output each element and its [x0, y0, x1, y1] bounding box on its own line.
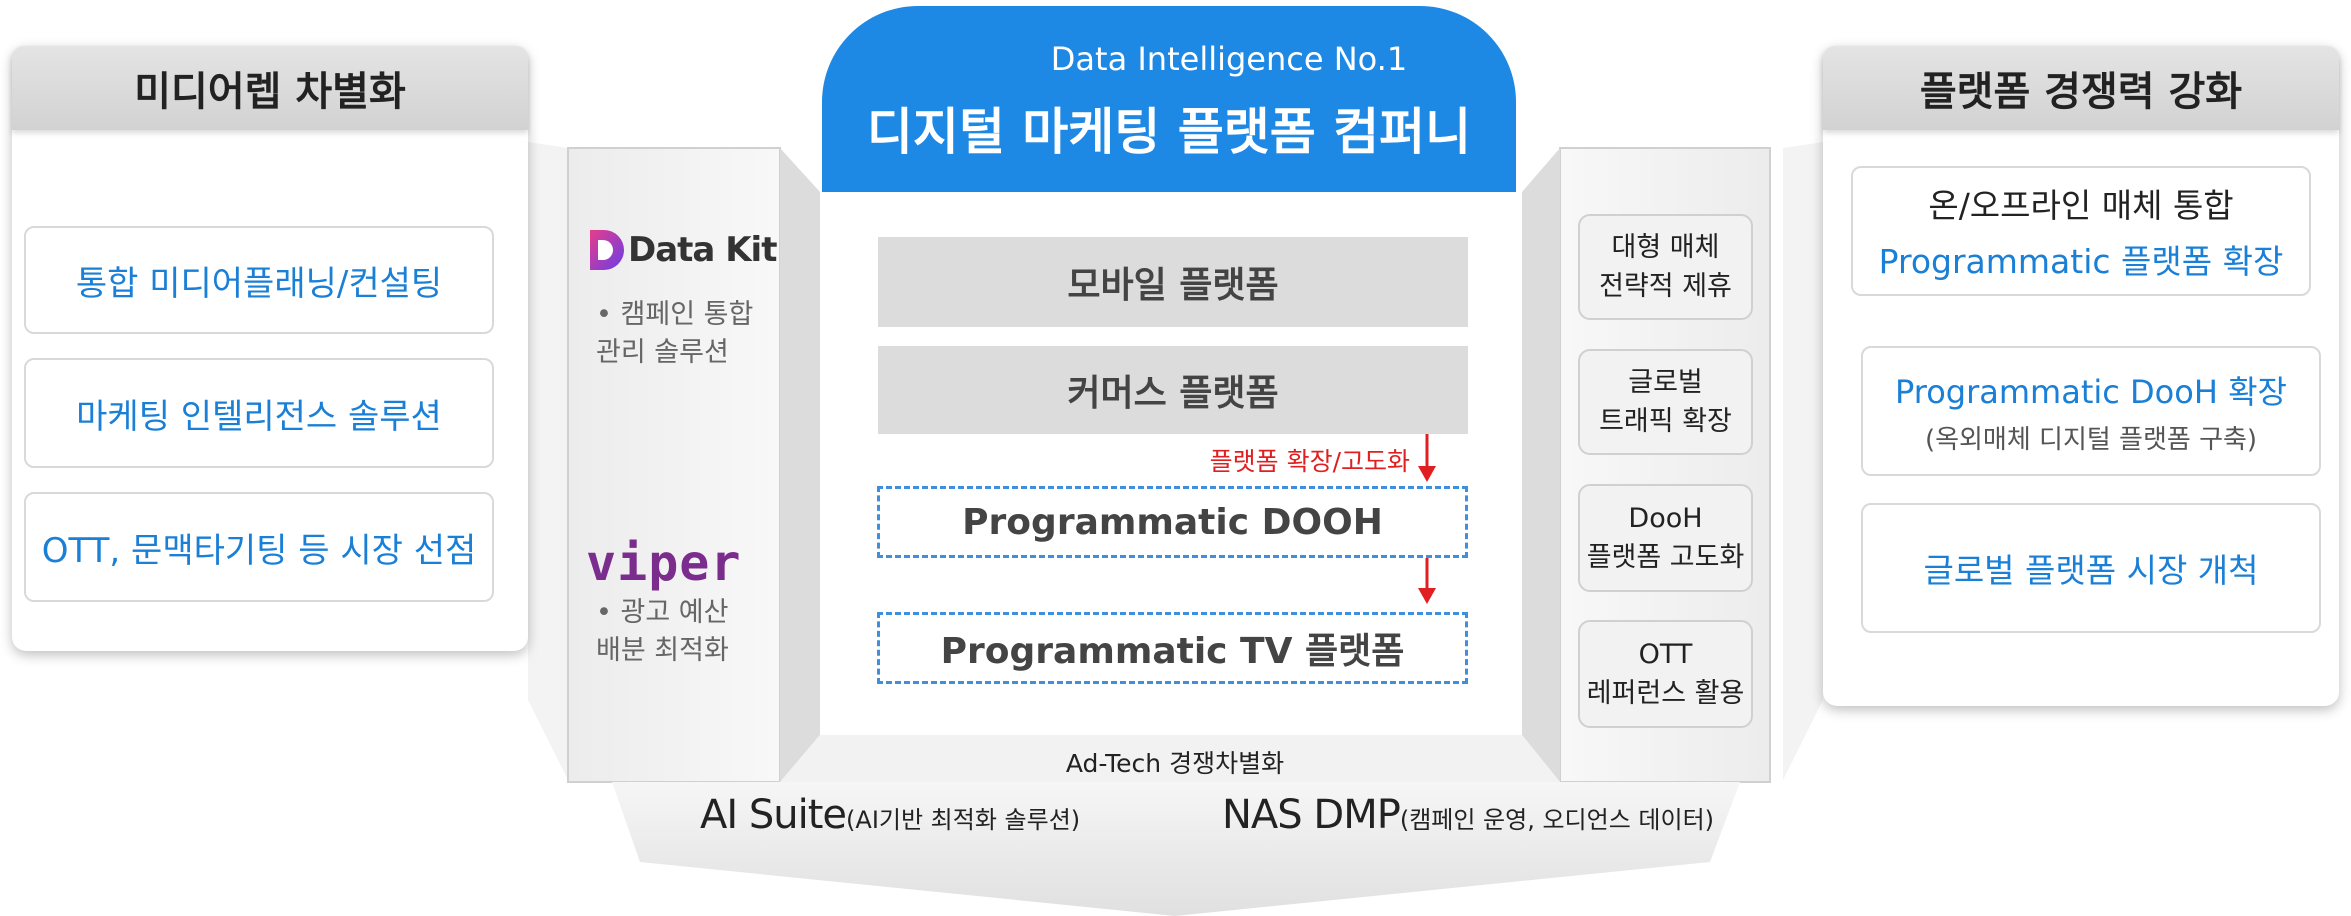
pill-ott-reference: OTT 레퍼런스 활용	[1578, 620, 1753, 728]
right-item-global: 글로벌 플랫폼 시장 개척	[1861, 503, 2321, 633]
ai-suite-name: AI Suite	[700, 792, 847, 838]
datakit-icon	[590, 230, 624, 270]
datakit-logo: Data Kit	[588, 226, 778, 274]
pill-dooh-upgrade-line1: DooH	[1628, 502, 1703, 534]
right-panel-title: 플랫폼 경쟁력 강화	[1823, 46, 2339, 130]
datakit-desc: • 캠페인 통합 관리 솔루션	[596, 296, 776, 372]
pill-ott-reference-line2: 레퍼런스 활용	[1586, 678, 1745, 709]
pill-ott-reference-line1: OTT	[1638, 638, 1693, 670]
viper-desc-line2: 배분 최적화	[596, 634, 729, 666]
right-panel: 플랫폼 경쟁력 강화 온/오프라인 매체 통합 Programmatic 플랫폼…	[1823, 46, 2339, 706]
right-item-global-line1: 글로벌 플랫폼 시장 개척	[1923, 551, 2259, 590]
right-item-online-offline: 온/오프라인 매체 통합 Programmatic 플랫폼 확장	[1851, 166, 2311, 296]
pill-global-traffic: 글로벌 트래픽 확장	[1578, 349, 1753, 455]
right-item-dooh-line1: Programmatic DooH 확장	[1895, 372, 2287, 411]
commerce-platform-bar: 커머스 플랫폼	[878, 346, 1468, 434]
expansion-label: 플랫폼 확장/고도화	[1209, 447, 1410, 476]
pill-media-alliance-line2: 전략적 제휴	[1599, 271, 1732, 302]
programmatic-dooh-box: Programmatic DOOH	[877, 486, 1468, 558]
right-item-online-offline-line1: 온/오프라인 매체 통합	[1928, 186, 2234, 225]
viper-desc: • 광고 예산 배분 최적화	[596, 594, 776, 670]
viper-desc-line1: • 광고 예산	[596, 597, 729, 628]
viper-logo: viper	[586, 534, 776, 592]
pill-global-traffic-line2: 트래픽 확장	[1599, 406, 1732, 437]
nas-dmp-desc: (캠페인 운영, 오디언스 데이터)	[1399, 806, 1715, 834]
nas-dmp-label: NAS DMP(캠페인 운영, 오디언스 데이터)	[1222, 792, 1742, 838]
pill-global-traffic-line1: 글로벌	[1628, 366, 1703, 398]
pill-media-alliance-line1: 대형 매체	[1611, 231, 1720, 263]
left-item-marketing-intelligence: 마케팅 인텔리전스 솔루션	[24, 358, 494, 468]
center-header: Data Intelligence No.1 디지털 마케팅 플랫폼 컴퍼니	[822, 6, 1516, 192]
left-panel-title: 미디어렙 차별화	[12, 46, 528, 130]
right-item-online-offline-line2: Programmatic 플랫폼 확장	[1878, 242, 2284, 281]
pill-media-alliance: 대형 매체 전략적 제휴	[1578, 214, 1753, 320]
ai-suite-desc: (AI기반 최적화 솔루션)	[846, 806, 1081, 834]
right-item-dooh-line2: (옥외매체 디지털 플랫폼 구축)	[1924, 424, 2258, 455]
right-item-dooh: Programmatic DooH 확장 (옥외매체 디지털 플랫폼 구축)	[1861, 346, 2321, 476]
left-panel: 미디어렙 차별화 통합 미디어플래닝/컨설팅 마케팅 인텔리전스 솔루션 OTT…	[12, 46, 528, 651]
pill-dooh-upgrade: DooH 플랫폼 고도화	[1578, 484, 1753, 592]
viper-name: viper	[586, 534, 742, 592]
left-item-media-planning: 통합 미디어플래닝/컨설팅	[24, 226, 494, 334]
header-title: 디지털 마케팅 플랫폼 컴퍼니	[866, 103, 1472, 161]
ai-suite-label: AI Suite(AI기반 최적화 솔루션)	[700, 792, 1200, 838]
left-item-ott-targeting: OTT, 문맥타기팅 등 시장 선점	[24, 492, 494, 602]
down-arrow-icon	[1418, 558, 1436, 604]
datakit-desc-line2: 관리 솔루션	[596, 336, 729, 368]
down-arrow-icon	[1418, 434, 1436, 482]
pill-dooh-upgrade-line2: 플랫폼 고도화	[1586, 542, 1745, 573]
adtech-label: Ad-Tech 경쟁차별화	[1065, 749, 1285, 778]
datakit-name: Data Kit	[628, 230, 777, 270]
nas-dmp-name: NAS DMP	[1222, 792, 1401, 838]
header-subtitle: Data Intelligence No.1	[1050, 40, 1408, 78]
programmatic-tv-box: Programmatic TV 플랫폼	[877, 612, 1468, 684]
datakit-desc-line1: • 캠페인 통합	[596, 299, 754, 330]
mobile-platform-bar: 모바일 플랫폼	[878, 237, 1468, 327]
